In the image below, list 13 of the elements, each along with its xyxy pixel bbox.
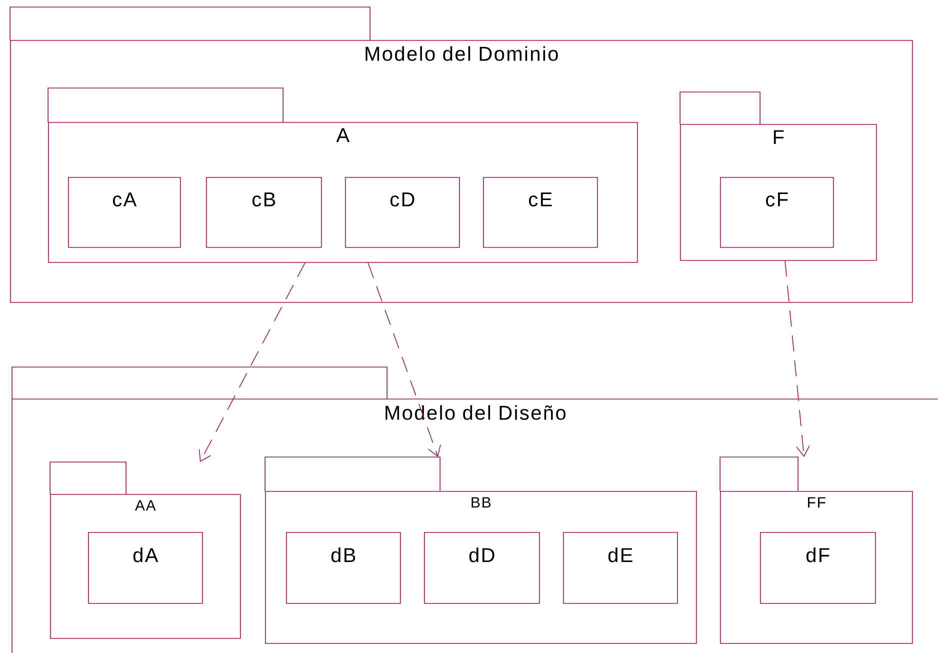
class-box: cE (483, 177, 598, 248)
class-box: dB (286, 532, 401, 604)
dependency-arrow (368, 262, 441, 457)
dependency-arrow (784, 260, 810, 457)
class-box: dE (563, 532, 678, 604)
class-box: dD (424, 532, 540, 604)
class-box: dF (760, 532, 876, 604)
class-box: cB (206, 177, 322, 248)
class-box: cF (720, 177, 834, 248)
class-box: cD (345, 177, 460, 248)
class-box: dA (88, 532, 203, 604)
class-box: cA (68, 177, 181, 248)
dependency-arrow (198, 262, 306, 462)
